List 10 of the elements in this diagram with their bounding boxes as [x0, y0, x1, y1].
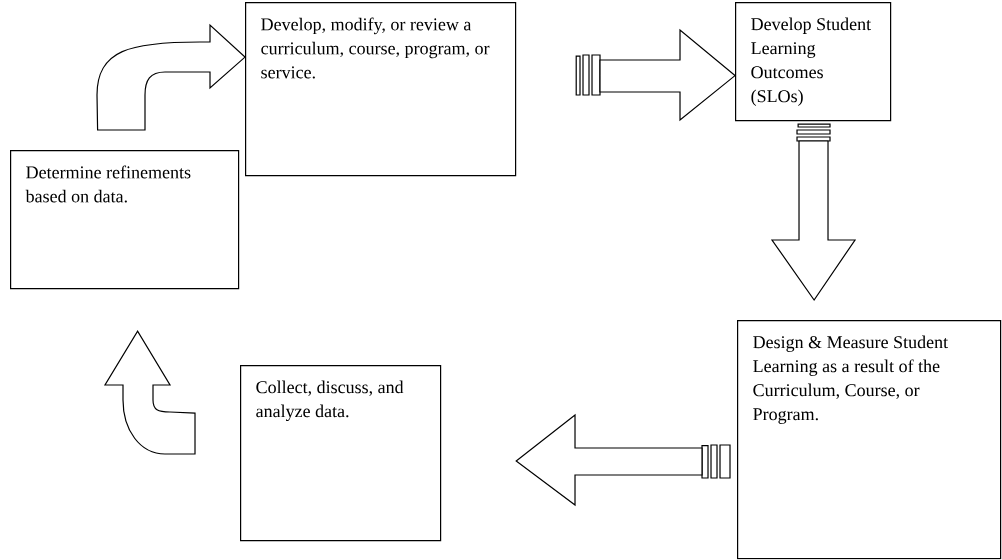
block-arrow	[575, 28, 736, 122]
block-arrow	[96, 24, 246, 131]
text-box: Develop Student Learning Outcomes (SLOs)	[735, 2, 892, 122]
text-box: Collect, discuss, and analyze data.	[240, 365, 442, 542]
block-arrow	[770, 123, 857, 302]
text-box: Develop, modify, or review a curriculum, course, program, or service.	[245, 2, 517, 177]
block-arrow	[515, 413, 731, 507]
text-box: Determine refinements based on data.	[10, 150, 240, 290]
block-arrow	[104, 330, 196, 455]
text-box: Design & Measure Student Learning as a result of the Curriculum, Course, or Program.	[737, 320, 1002, 560]
